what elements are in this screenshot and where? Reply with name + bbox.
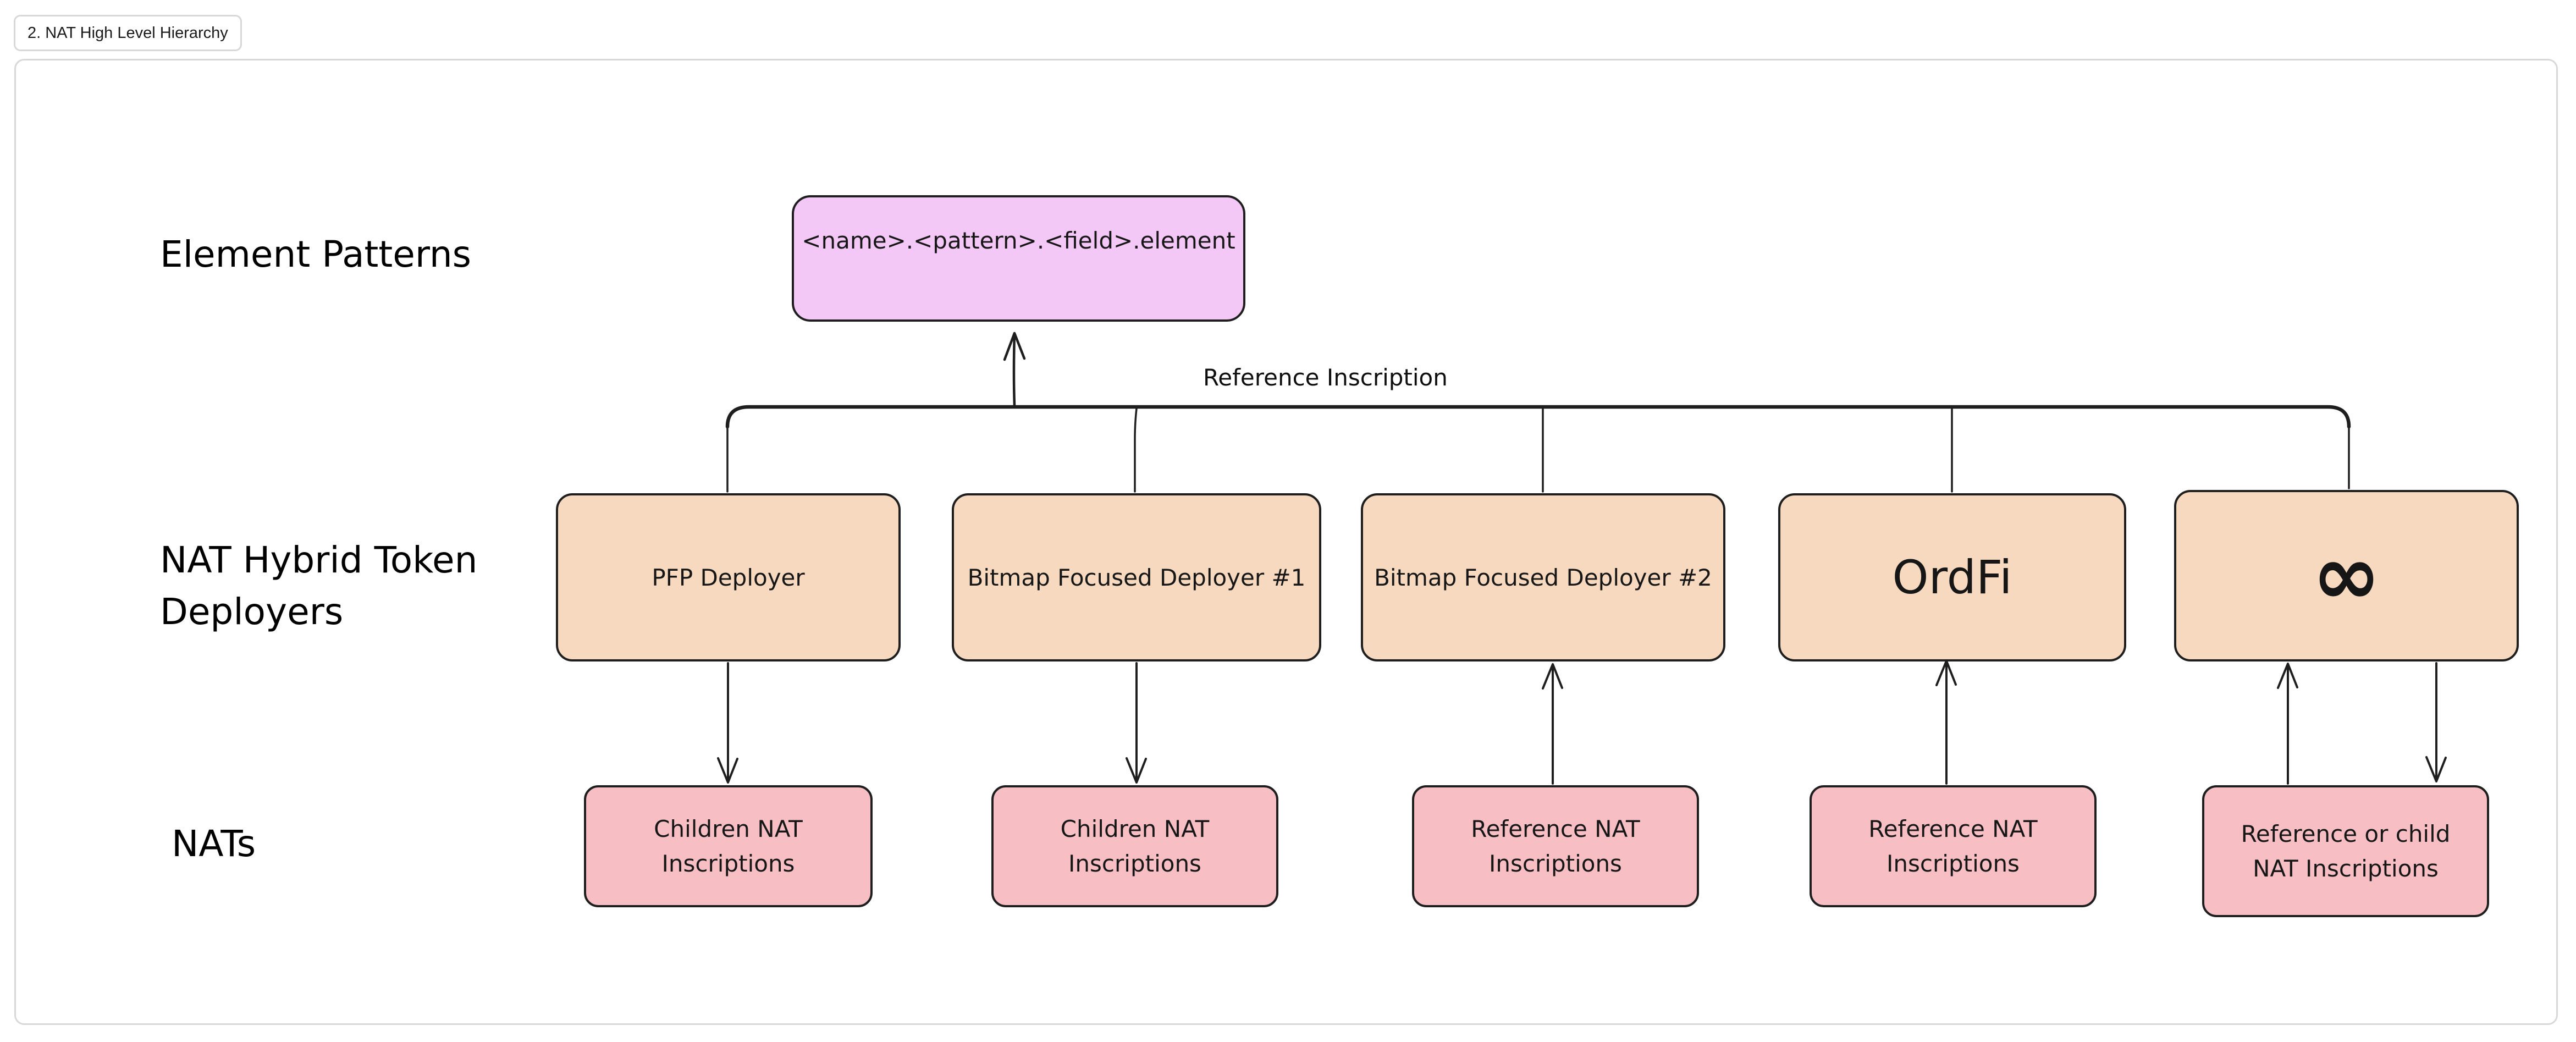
node-reference-or-child-nat-inscriptions[interactable]: Reference or child NAT Inscriptions [2202, 785, 2489, 917]
row-label-nat-hybrid-token-deployers: NAT Hybrid Token Deployers [160, 539, 478, 633]
row-label-element-patterns: Element Patterns [160, 233, 472, 275]
node-bitmap-focused-deployer-1[interactable]: Bitmap Focused Deployer #1 [952, 493, 1321, 661]
node-reference-nat-inscriptions-1[interactable]: Reference NAT Inscriptions [1412, 785, 1699, 907]
node-children-nat-inscriptions-1[interactable]: Children NAT Inscriptions [584, 785, 873, 907]
tab-nat-high-level-hierarchy[interactable]: 2. NAT High Level Hierarchy [14, 15, 242, 51]
node-reference-nat-inscriptions-2[interactable]: Reference NAT Inscriptions [1810, 785, 2097, 907]
node-infinity-deployer[interactable]: ∞ [2174, 490, 2519, 661]
edge-label-reference-inscription: Reference Inscription [1203, 364, 1448, 391]
node-element-pattern[interactable]: <name>.<pattern>.<field>.element [792, 195, 1245, 322]
node-children-nat-inscriptions-2[interactable]: Children NAT Inscriptions [991, 785, 1278, 907]
node-ordfi[interactable]: OrdFi [1778, 493, 2126, 661]
infinity-icon: ∞ [2312, 528, 2381, 624]
node-pfp-deployer[interactable]: PFP Deployer [556, 493, 901, 661]
row-label-nats: NATs [172, 823, 256, 865]
node-bitmap-focused-deployer-2[interactable]: Bitmap Focused Deployer #2 [1361, 493, 1725, 661]
